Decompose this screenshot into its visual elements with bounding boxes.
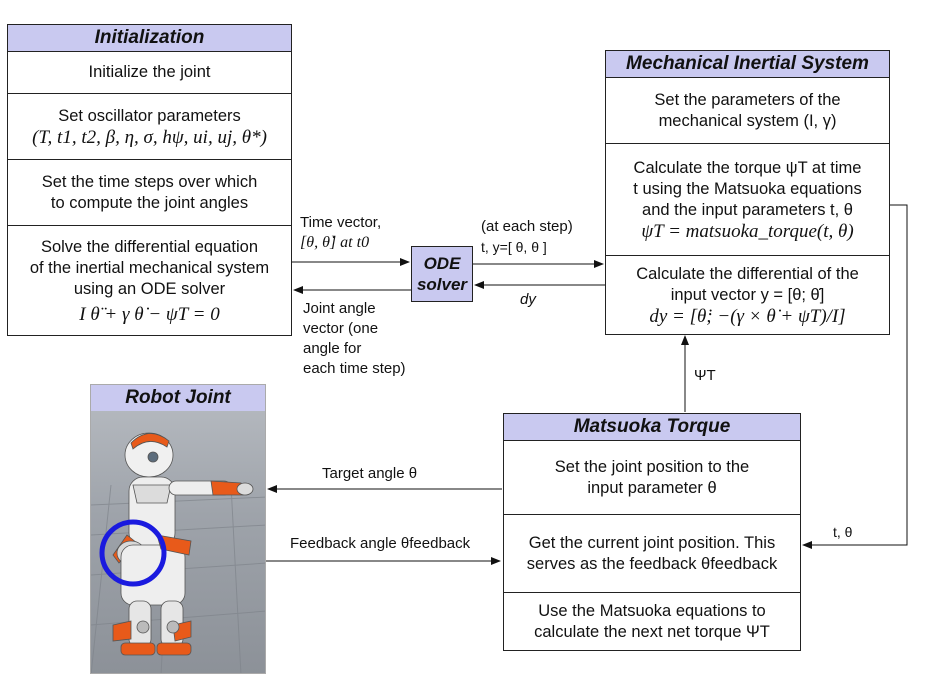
differential-formula: dy = [θ̇; −(γ × θ̇ + ψT)/I] [649,306,846,327]
mech-step-parameters: Set the parameters of the mechanical sys… [606,77,889,143]
matsuoka-step-set-position: Set the joint position to the input para… [504,440,800,514]
label-dy: dy [520,291,536,308]
mech-step-differential: Calculate the differential of the input … [606,255,889,335]
label-t-theta: t, θ [833,524,853,540]
label-at-each-step: (at each step) t, y=[ θ, θ ] [481,218,573,255]
ode-solver-box: ODE solver [411,246,473,302]
label-time-vector: Time vector, [θ, θ̇] at t0 [300,214,382,251]
mechanical-inertial-title: Mechanical Inertial System [606,51,889,78]
robot-illustration [91,385,265,673]
torque-formula: ψT = matsuoka_torque(t, θ) [641,220,854,242]
matsuoka-step-next-torque: Use the Matsuoka equations to calculate … [504,592,800,651]
label-psi-t: ΨT [694,367,716,384]
initialization-box: Initialization Initialize the joint Set … [7,24,292,336]
matsuoka-torque-box: Matsuoka Torque Set the joint position t… [503,413,801,651]
initialization-title: Initialization [8,25,291,52]
ode-equation: I θ̈ + γ θ̇ − ψT = 0 [79,304,220,325]
oscillator-parameters-formula: (T, t1, t2, β, η, σ, hψ, ui, uj, θ*) [32,126,267,148]
label-feedback-angle: Feedback angle θfeedback [290,535,471,552]
init-step-joint: Initialize the joint [8,51,291,93]
mechanical-inertial-box: Mechanical Inertial System Set the param… [605,50,890,335]
robot-joint-panel: Robot Joint [90,384,266,674]
joint-highlight-circle [99,519,167,587]
init-step-timesteps: Set the time steps over which to compute… [8,159,291,225]
label-target-angle: Target angle θ [322,465,418,482]
init-step-oscillator: Set oscillator parameters (T, t1, t2, β,… [8,93,291,159]
matsuoka-torque-title: Matsuoka Torque [504,414,800,441]
matsuoka-step-feedback: Get the current joint position. This ser… [504,514,800,592]
mech-step-torque: Calculate the torque ψT at time t using … [606,143,889,255]
nao-robot [112,432,254,656]
arrow-t-theta [802,204,908,549]
label-joint-angle-vector: Joint angle vector (one angle for each t… [303,300,406,377]
robot-joint-title: Robot Joint [91,385,265,411]
init-step-solve: Solve the differential equation of the i… [8,225,291,336]
